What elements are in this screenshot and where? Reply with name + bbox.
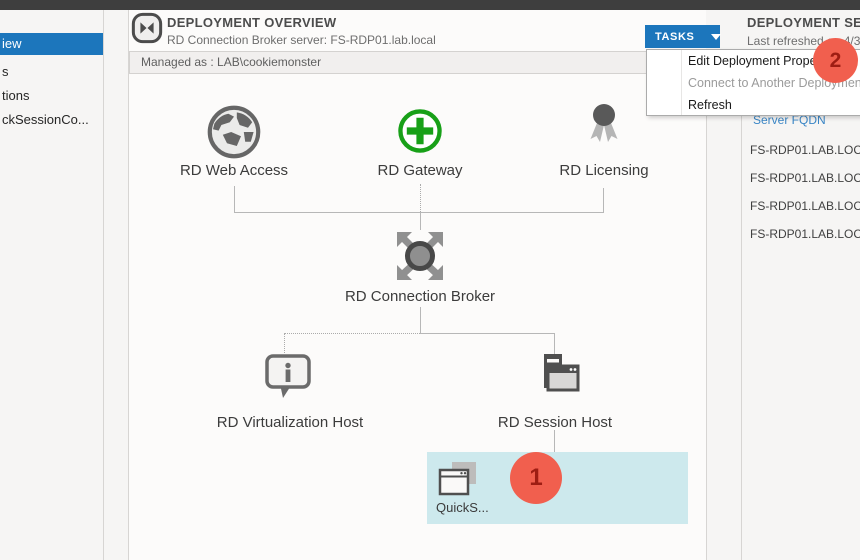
node-rd-licensing[interactable] [584,101,624,159]
connector-split-left-dotted [284,333,420,334]
server-row[interactable]: FS-RDP01.LAB.LOCAL [750,227,860,241]
collection-windows-icon [436,460,482,505]
node-rd-gateway[interactable] [396,107,444,155]
chevron-down-icon [711,33,722,40]
connector-to-broker [420,212,421,230]
panel-left-border [128,10,129,560]
menu-icon-gutter [681,50,682,115]
annotation-badge-2: 2 [813,38,858,83]
server-row[interactable]: FS-RDP01.LAB.LOCAL [750,199,860,213]
menu-item-refresh[interactable]: Refresh [688,98,732,112]
label-rd-connection-broker: RD Connection Broker [344,288,496,305]
managed-as-bar: Managed as : LAB\cookiemonster [129,51,707,74]
rds-deployment-icon [131,12,163,44]
column-header-server-fqdn[interactable]: Server FQDN [753,113,826,127]
sidebar-divider [103,10,104,560]
overview-panel-title: DEPLOYMENT OVERVIEW [167,15,337,30]
window-top-bar [0,0,860,10]
node-rd-virtualization-host[interactable] [262,352,314,404]
menu-item-edit-deployment-properties[interactable]: Edit Deployment Properties [688,54,841,68]
connector-broker-down [420,307,421,333]
servers-panel-title: DEPLOYMENT SERVERS [747,15,860,30]
servers-panel-border [741,51,742,560]
sidebar-item-servers[interactable]: s [2,64,9,79]
broker-arrows-icon [394,232,446,287]
server-row[interactable]: FS-RDP01.LAB.LOCAL [750,171,860,185]
collection-label: QuickS... [436,500,489,515]
label-rd-virtualization-host: RD Virtualization Host [216,414,364,431]
add-gateway-icon [396,109,444,159]
node-rd-web-access[interactable] [206,104,262,160]
sidebar-item-collections[interactable]: tions [2,88,30,103]
connector-to-collection [554,430,555,453]
connector-sessionhost-down [554,333,555,354]
menu-item-connect-to-another-deployment[interactable]: Connect to Another Deployment [688,76,860,90]
label-rd-session-host: RD Session Host [497,414,613,431]
server-row[interactable]: FS-RDP01.LAB.LOCAL [750,143,860,157]
tasks-button-label: TASKS [655,30,695,43]
sidebar-item-overview[interactable]: iew [0,33,103,55]
sidebar-item-quicksessioncollection[interactable]: ckSessionCo... [2,112,89,127]
node-rd-connection-broker[interactable] [394,229,446,283]
connector-virtualization-dotted [284,333,285,353]
ribbon-award-icon [584,104,624,163]
overview-panel-subtitle: RD Connection Broker server: FS-RDP01.la… [167,33,436,47]
server-window-icon [528,354,582,408]
panel-right-border [706,51,707,560]
globe-icon [206,105,262,164]
label-rd-licensing: RD Licensing [559,162,649,179]
connector-split-right [420,333,554,334]
label-rd-web-access: RD Web Access [179,162,289,179]
connector-gateway-down-dotted [420,184,421,212]
tasks-button[interactable]: TASKS [645,25,722,48]
info-bubble-icon [262,354,314,408]
label-rd-gateway: RD Gateway [377,162,463,179]
connector-top-horizontal [234,212,604,213]
connector-webaccess-down [234,186,235,212]
connector-licensing-down [603,188,604,212]
node-rd-session-host[interactable] [528,352,582,404]
annotation-badge-1: 1 [510,452,562,504]
